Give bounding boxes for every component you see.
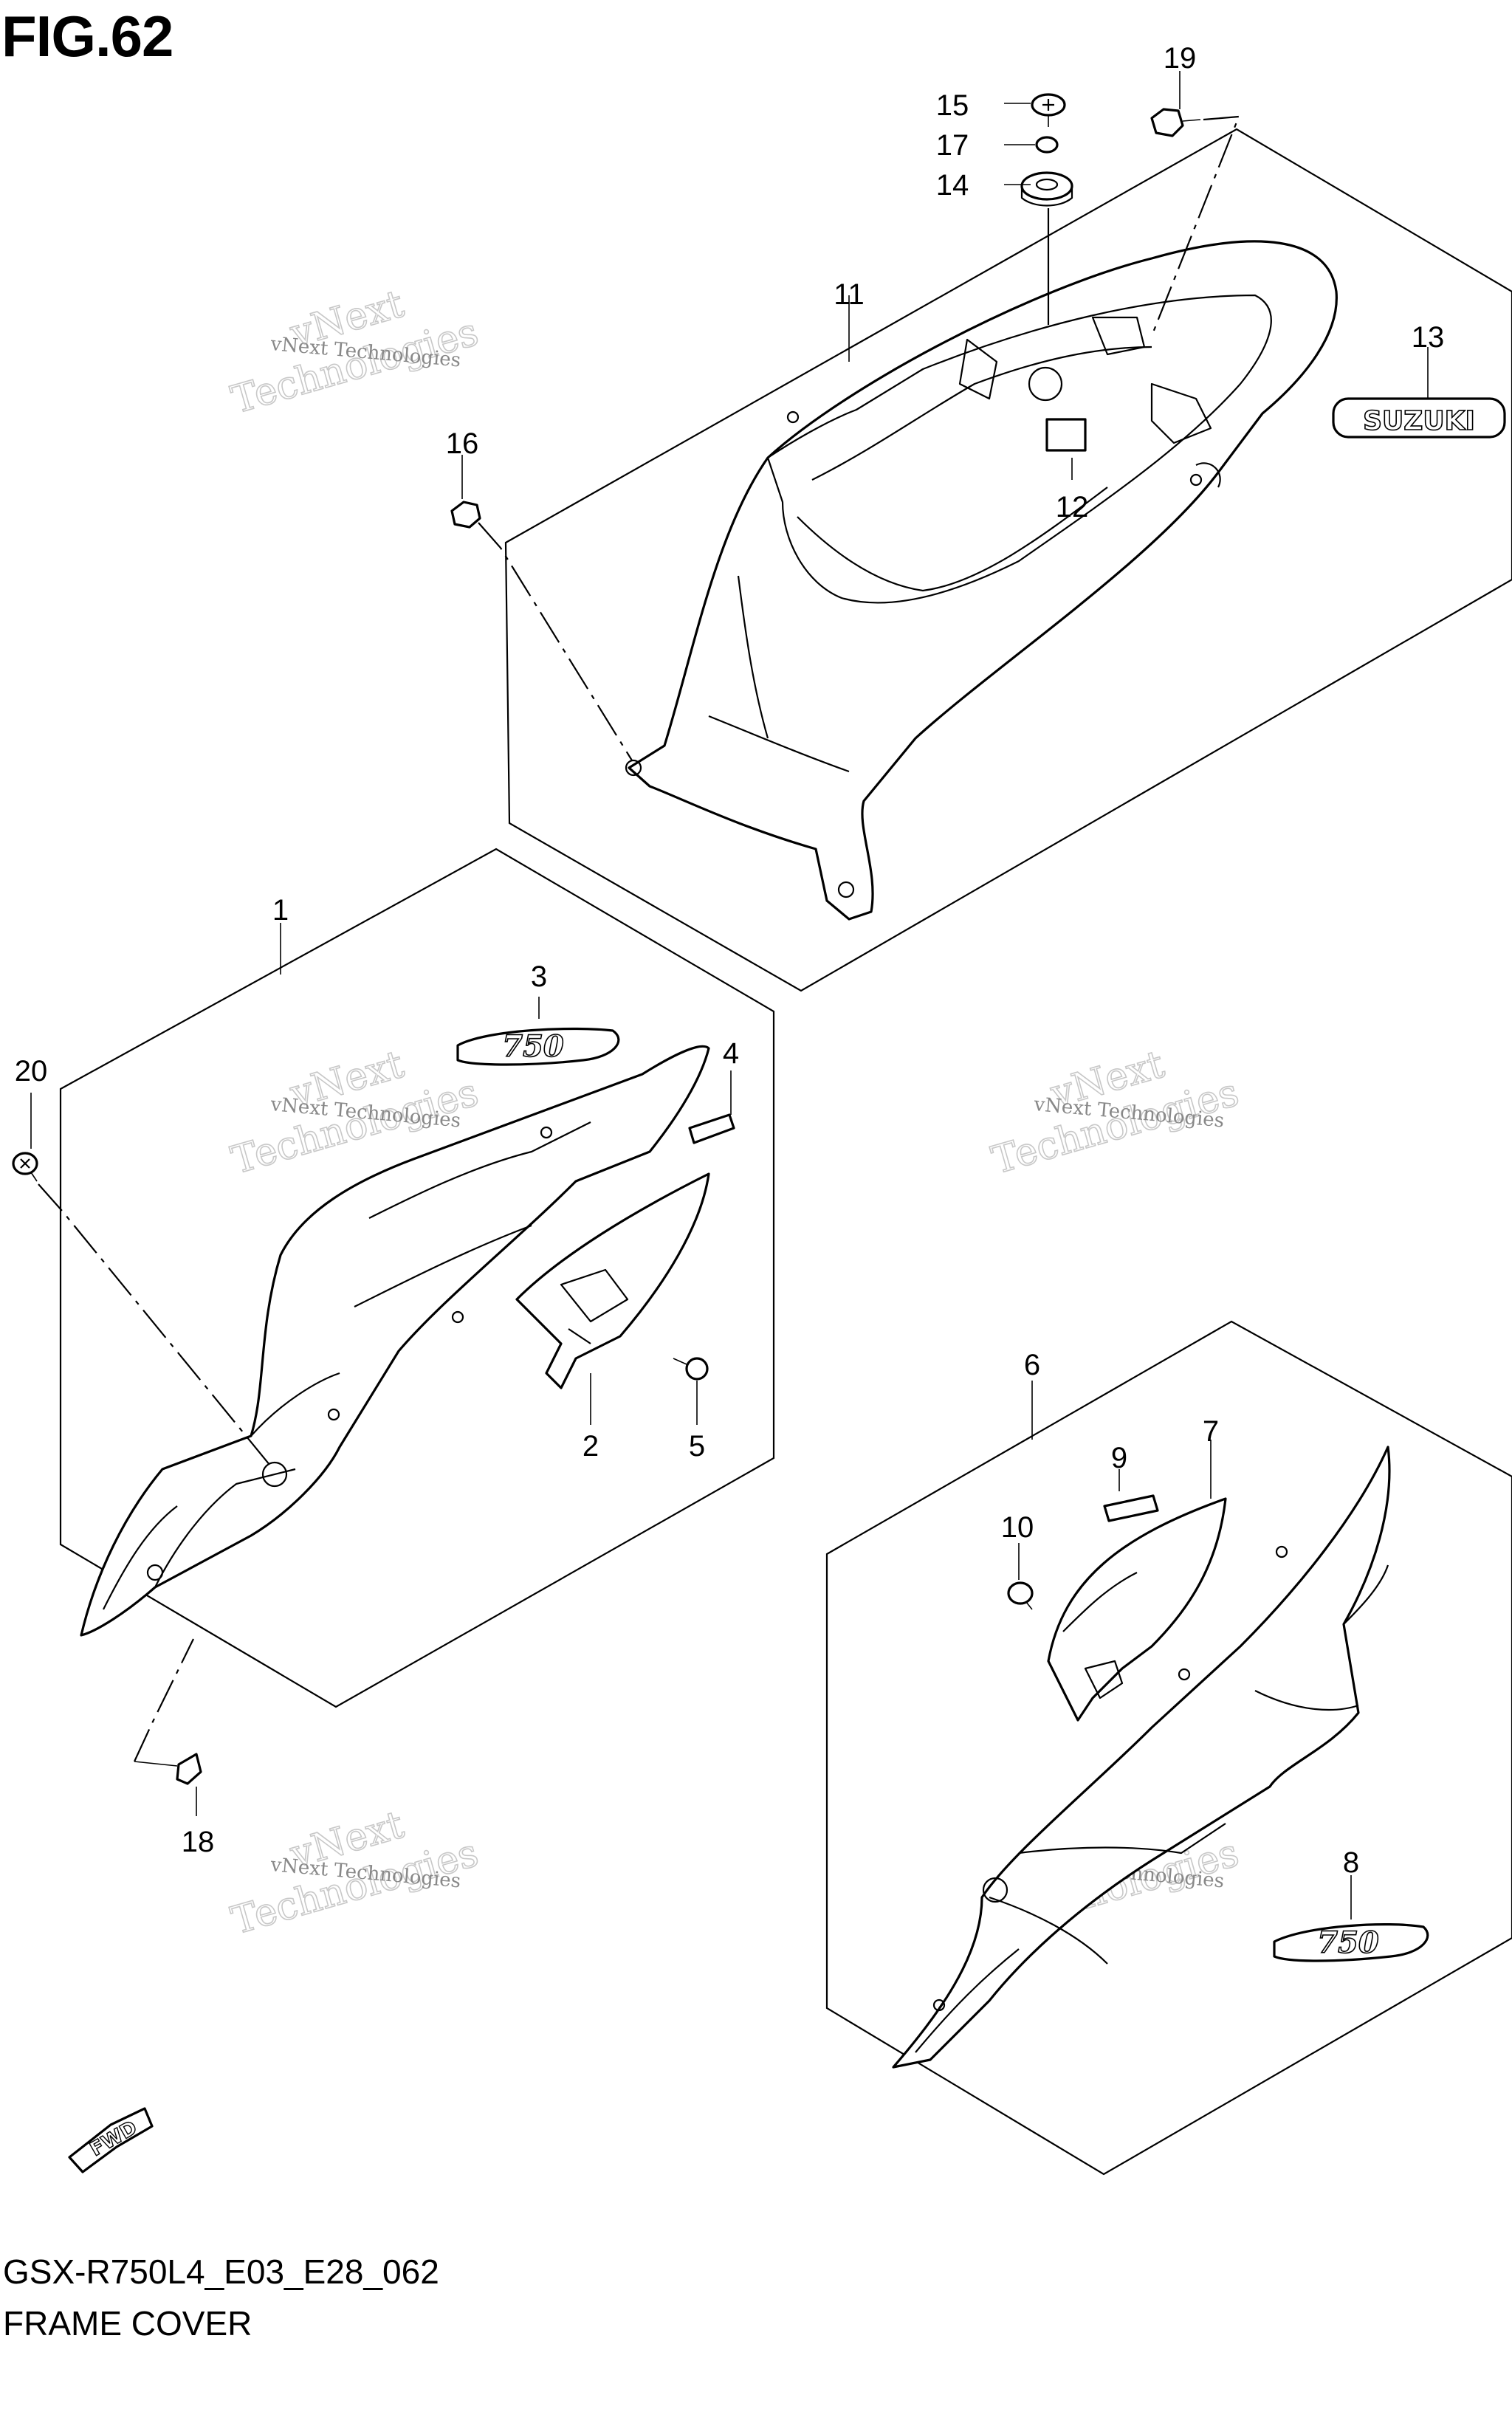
callout-20: 20 bbox=[15, 1055, 48, 1087]
figure-name: FRAME COVER bbox=[3, 2304, 252, 2343]
screw-5 bbox=[673, 1357, 709, 1381]
suzuki-emblem: SUZUKI bbox=[1332, 397, 1506, 439]
leader-grommet-bracket bbox=[134, 1761, 178, 1767]
plate-4 bbox=[688, 1113, 735, 1144]
side-cover-inner bbox=[515, 1172, 710, 1389]
right-frame-cover-assembly-box bbox=[825, 1320, 1512, 2176]
callout-6: 6 bbox=[1024, 1349, 1040, 1381]
callout-15: 15 bbox=[936, 89, 969, 122]
decal-750-right: 750 bbox=[1273, 1923, 1429, 1962]
fwd-arrow: FWD bbox=[68, 2107, 154, 2173]
callout-14: 14 bbox=[936, 169, 969, 202]
watermark-1: Technologies vNext vNext Technologies bbox=[226, 281, 484, 423]
bolt-19 bbox=[1150, 108, 1201, 137]
callout-10: 10 bbox=[1001, 1511, 1034, 1544]
svg-text:750: 750 bbox=[1317, 1925, 1379, 1960]
callout-8: 8 bbox=[1343, 1846, 1359, 1879]
seat-tail-cover bbox=[625, 240, 1338, 921]
rubber-damper bbox=[1020, 171, 1073, 207]
leader-bolt-to-tail bbox=[1152, 115, 1240, 333]
callout-17: 17 bbox=[936, 129, 969, 162]
decal-750-left: 750 bbox=[456, 1027, 620, 1066]
watermark-4: Technologies vNext vNext Technologies bbox=[986, 1042, 1244, 1183]
callout-3: 3 bbox=[531, 960, 547, 993]
label-9 bbox=[1103, 1494, 1159, 1522]
callout-7: 7 bbox=[1203, 1415, 1219, 1448]
callout-2: 2 bbox=[583, 1430, 599, 1463]
screw-20 bbox=[12, 1152, 38, 1182]
figure-code: GSX-R750L4_E03_E28_062 bbox=[3, 2252, 439, 2291]
svg-text:750: 750 bbox=[502, 1029, 564, 1064]
callout-leaders bbox=[30, 71, 1429, 1920]
leader-grommet-to-cover bbox=[134, 1638, 194, 1762]
callout-18: 18 bbox=[182, 1826, 215, 1858]
bolt-16 bbox=[450, 501, 481, 529]
callout-1: 1 bbox=[272, 894, 289, 927]
callout-19: 19 bbox=[1164, 42, 1197, 75]
caution-label-12 bbox=[1045, 418, 1087, 452]
left-frame-cover bbox=[80, 1045, 710, 1637]
callout-12: 12 bbox=[1056, 491, 1089, 523]
figure-title: FIG.62 bbox=[1, 4, 173, 69]
callout-11: 11 bbox=[834, 278, 865, 311]
inner-panel-7 bbox=[1047, 1497, 1227, 1722]
grommet-18 bbox=[176, 1753, 202, 1785]
right-frame-cover bbox=[892, 1446, 1391, 2069]
nut bbox=[1035, 136, 1059, 154]
tail-cover-assembly-box bbox=[504, 128, 1512, 992]
callout-16: 16 bbox=[446, 427, 479, 460]
leader-screw20-to-cover bbox=[38, 1183, 274, 1470]
screw-10 bbox=[1007, 1581, 1034, 1610]
leader-bolt16-to-tail bbox=[478, 522, 633, 761]
callout-4: 4 bbox=[723, 1037, 739, 1070]
callout-9: 9 bbox=[1111, 1442, 1127, 1474]
callout-5: 5 bbox=[689, 1430, 705, 1463]
screw bbox=[1031, 93, 1066, 127]
left-frame-cover-assembly-box bbox=[59, 848, 775, 1708]
svg-text:SUZUKI: SUZUKI bbox=[1363, 406, 1475, 436]
watermark-5: Technologies vNext vNext Technologies bbox=[226, 1802, 484, 1944]
callout-13: 13 bbox=[1412, 321, 1445, 354]
